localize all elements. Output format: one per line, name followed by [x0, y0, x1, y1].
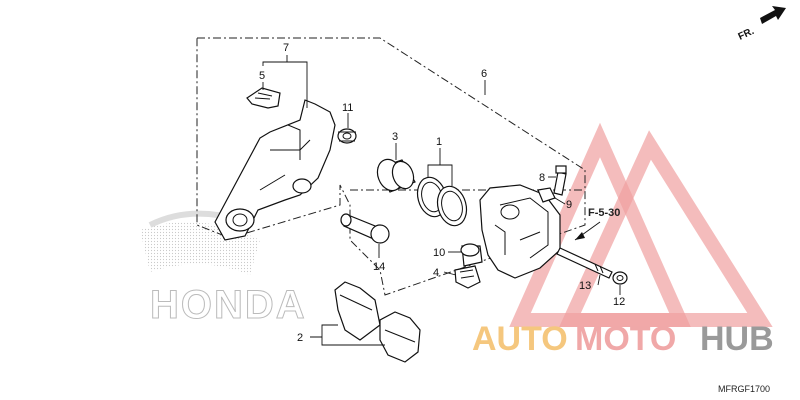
caliper-bolt [460, 243, 483, 267]
callout-2: 2 [297, 332, 303, 344]
reference-f-5-30: F-5-30 [574, 207, 620, 241]
bleed-screw [553, 165, 567, 196]
svg-text:HUB: HUB [700, 320, 774, 358]
caliper-piston [376, 158, 416, 193]
front-direction-arrow: FR. [737, 6, 786, 43]
callout-6: 6 [481, 68, 487, 80]
svg-text:FR.: FR. [737, 26, 756, 43]
pin-boot [337, 128, 357, 144]
brake-pads [334, 281, 421, 363]
callout-7: 7 [283, 42, 289, 54]
svg-text:AUTO: AUTO [472, 320, 568, 358]
callout-8: 8 [539, 172, 545, 184]
callout-11: 11 [342, 102, 353, 114]
caliper-bracket [214, 99, 336, 241]
svg-text:F-5-30: F-5-30 [588, 207, 620, 219]
callout-5: 5 [259, 70, 265, 82]
pad-retainer [454, 265, 481, 289]
callout-12: 12 [613, 296, 625, 308]
callout-10: 10 [433, 247, 445, 259]
callout-1: 1 [436, 136, 442, 148]
svg-text:MOTO: MOTO [575, 320, 676, 358]
callout-4: 4 [433, 267, 439, 279]
callout-14: 14 [373, 261, 385, 273]
caliper-body [479, 184, 561, 279]
automotohub-watermark: AUTO MOTO HUB [472, 122, 774, 358]
piston-seals [416, 176, 468, 227]
callout-3: 3 [392, 131, 398, 143]
svg-text:HONDA: HONDA [150, 283, 307, 327]
callout-9: 9 [566, 199, 572, 211]
pin-plug [612, 271, 628, 285]
diagram-code: MFRGF1700 [718, 384, 770, 394]
leader-lines [262, 55, 621, 346]
slide-pin [340, 213, 390, 244]
pad-spring [246, 87, 281, 109]
pad-pin [556, 247, 613, 279]
callout-13: 13 [579, 280, 591, 292]
